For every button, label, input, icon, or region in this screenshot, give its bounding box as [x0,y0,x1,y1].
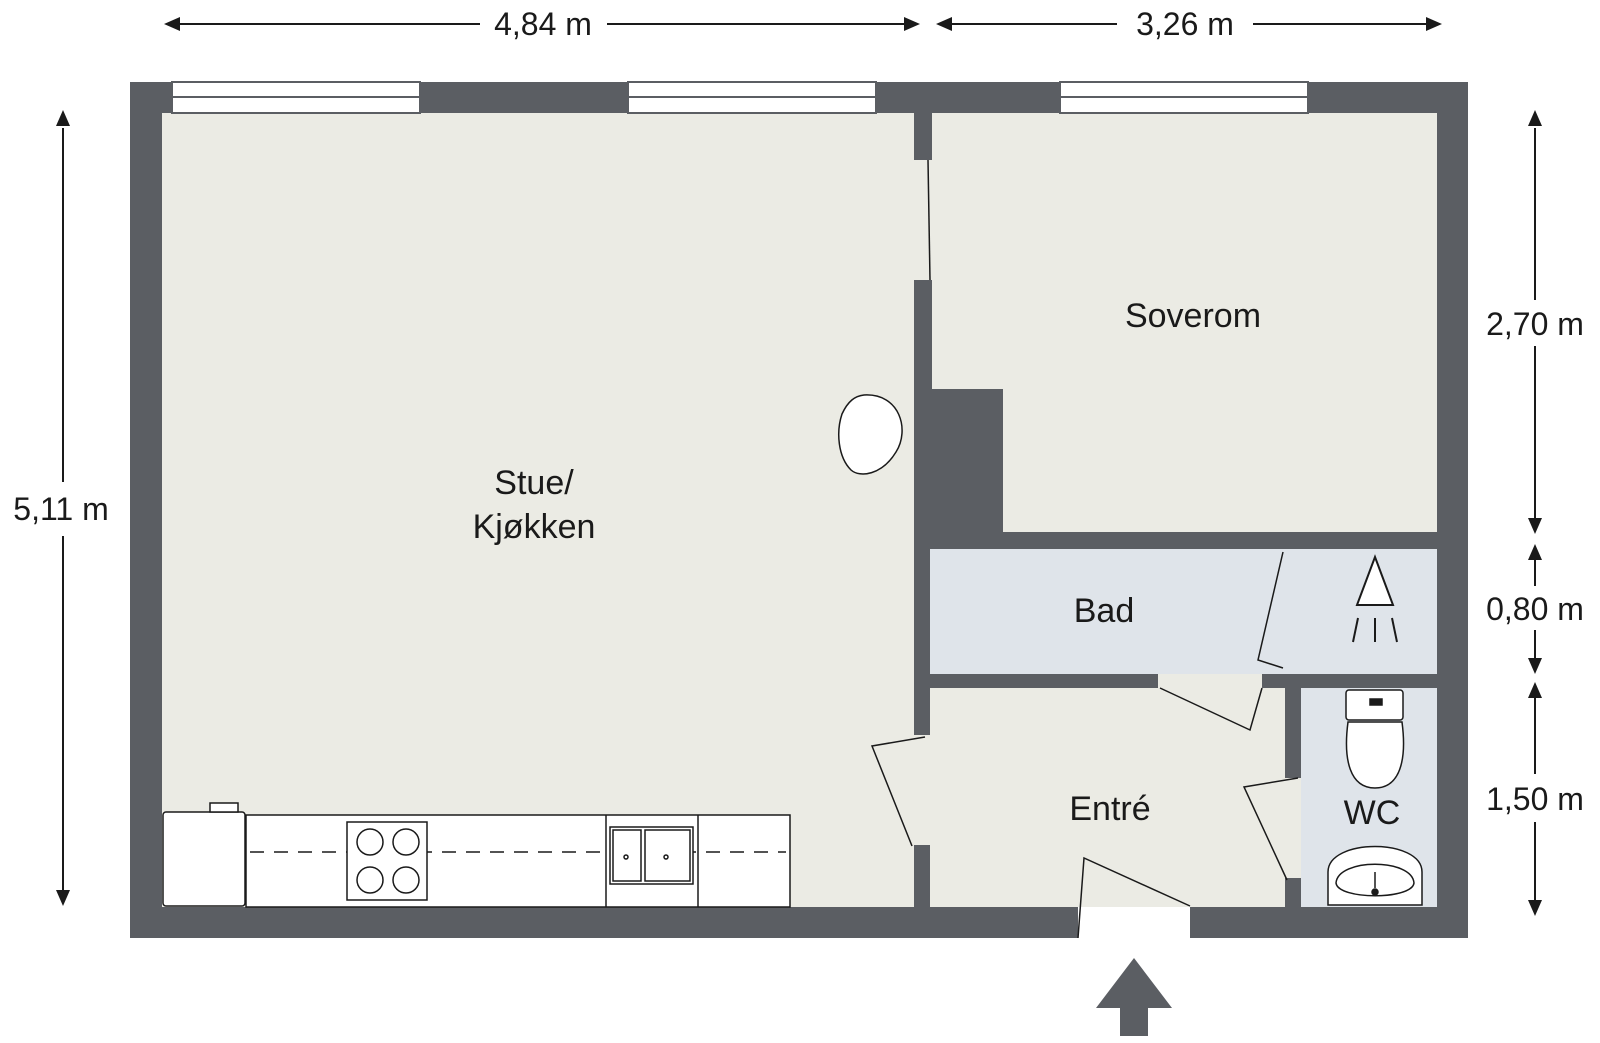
door-bad-shower [1257,551,1284,669]
stove-icon [346,821,428,901]
room-label-kjokken: Kjøkken [473,508,596,546]
bad-entre-opening [1158,674,1262,688]
washbasin-icon [1327,845,1423,906]
soverom-floor [932,113,1437,532]
room-label-wc: WC [1344,794,1401,832]
stue-entre-opening [914,735,932,845]
round-table-icon [838,394,903,475]
room-label-stue: Stue/ [494,464,574,502]
doors [870,159,1299,939]
door-entre-wc [1242,777,1299,881]
room-label-bad: Bad [1074,592,1135,630]
kitchen-counter [162,802,791,908]
entre-wc-opening [1285,778,1301,878]
dim-label-right-1: 2,70 m [1486,306,1584,342]
door-entrance [1077,856,1191,939]
dim-label-top-left: 4,84 m [494,6,592,42]
entrance-opening [1078,907,1190,938]
dim-label-left: 5,11 m [13,491,108,527]
dimension-arrowheads [56,17,1542,916]
door-stue-soverom [927,159,931,281]
room-label-entre: Entré [1069,790,1150,828]
bad-floor [930,549,1437,674]
room-label-soverom: Soverom [1125,297,1261,335]
entrance-arrow-icon [1096,958,1172,1036]
entre-floor [930,688,1285,907]
dim-label-right-3: 1,50 m [1486,781,1584,817]
stue-soverom-opening [914,160,932,280]
dim-label-top-right: 3,26 m [1136,6,1234,42]
shower-icon [1352,554,1398,643]
fridge-handle [209,802,239,813]
door-bad-entre [1159,687,1263,732]
stue-floor [162,113,914,907]
counter-top [245,814,791,908]
dim-label-right-2: 0,80 m [1486,591,1584,627]
toilet-icon [1345,689,1405,789]
sink-icon [609,826,694,885]
dimension-lines [62,23,1536,900]
fridge [162,811,246,907]
door-stue-entre [870,736,926,847]
